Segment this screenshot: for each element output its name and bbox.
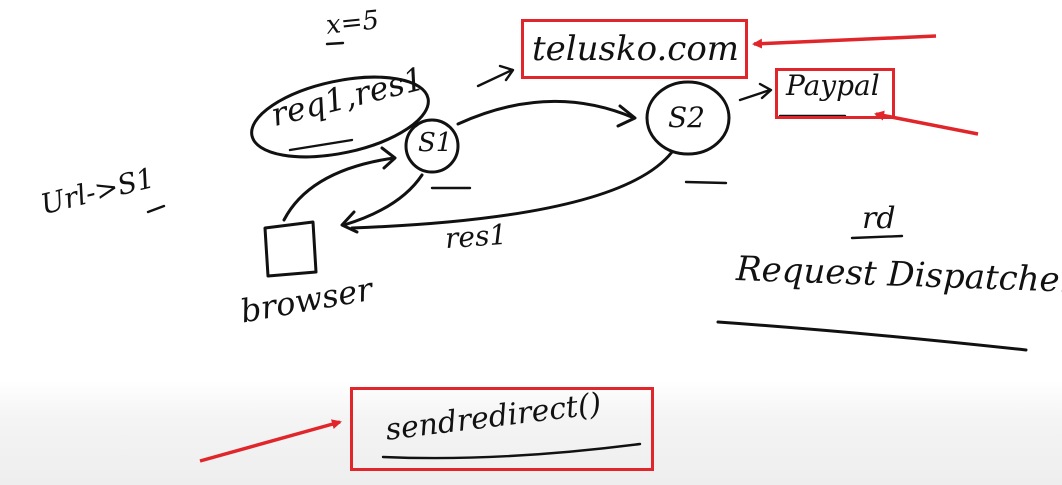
url-s1-underline — [146, 204, 166, 214]
x-underline — [325, 41, 345, 46]
s1-label: S1 — [418, 128, 453, 158]
paypal-label: Paypal — [786, 69, 880, 102]
x-eq-label: x=5 — [324, 5, 381, 41]
telusko-label: telusko.com — [532, 29, 740, 69]
telusko-box — [521, 19, 748, 79]
arrow-to-telusko-head — [498, 64, 515, 82]
red-arrow-sendredirect — [199, 419, 342, 463]
s2-circle — [645, 80, 731, 156]
rd-underline — [850, 234, 904, 240]
browser-box — [263, 220, 318, 278]
request-dispatcher-underline — [716, 320, 1028, 352]
arrow-s1-to-browser — [342, 173, 424, 227]
paypal-box — [775, 68, 895, 119]
arrow-browser-to-s1 — [282, 156, 396, 222]
arrow-to-telusko — [476, 68, 514, 88]
session-oval — [250, 75, 430, 159]
arrow-s1-to-s2-head — [616, 104, 637, 128]
sendredirect-box — [350, 387, 654, 471]
arrow-to-paypal — [738, 88, 772, 102]
arrow-browser-to-s1-head — [380, 146, 397, 170]
arrow-to-paypal-head — [758, 82, 773, 100]
s2-label: S2 — [668, 101, 705, 134]
s2-underline — [684, 180, 728, 185]
res1-label: res1 — [443, 217, 509, 256]
s1-circle — [404, 118, 460, 174]
arrow-s1-to-s2 — [456, 99, 636, 126]
arrow-s2-to-browser — [350, 150, 674, 230]
sendredirect-underline — [381, 442, 642, 460]
rd-label: rd — [862, 201, 896, 236]
arrow-s1-to-browser-head — [340, 210, 359, 234]
red-arrow-telusko — [752, 34, 937, 49]
session-underline — [288, 138, 354, 152]
